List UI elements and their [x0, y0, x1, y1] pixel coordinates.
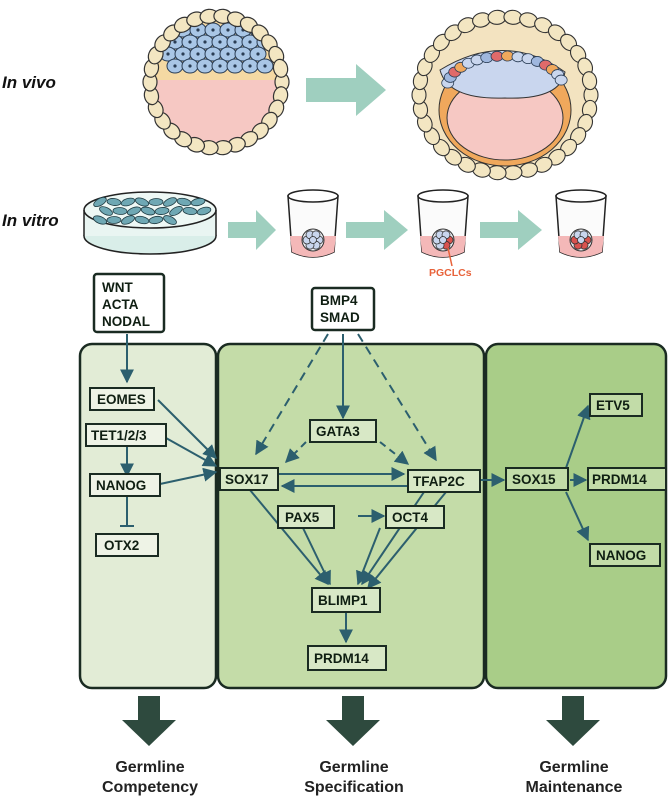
transition-arrow-3: [480, 210, 542, 250]
footer-maintenance-line2: Maintenance: [526, 779, 623, 796]
big-arrow-competency: [122, 696, 176, 746]
gene-nanog-left: NANOG: [89, 473, 161, 497]
transition-arrow-1: [228, 210, 276, 250]
gene-gata3: GATA3: [309, 419, 377, 443]
signal-box-bmp4-smad: BMP4 SMAD: [310, 286, 376, 332]
gene-etv5: ETV5: [589, 393, 643, 417]
signal-smad: SMAD: [320, 310, 360, 325]
gene-sox15: SOX15: [505, 467, 569, 491]
footer-maintenance-line1: Germline: [539, 759, 608, 776]
svg-text:OTX2: OTX2: [104, 538, 139, 553]
svg-text:PRDM14: PRDM14: [592, 472, 647, 487]
gene-sox17: SOX17: [219, 467, 279, 491]
signal-wnt: WNT: [102, 280, 133, 295]
gene-blimp1: BLIMP1: [311, 587, 381, 613]
petri-dish-illustration: [83, 191, 217, 255]
in-vitro-label: In vitro: [2, 211, 59, 230]
svg-text:TFAP2C: TFAP2C: [413, 474, 465, 489]
signal-bmp4: BMP4: [320, 293, 358, 308]
svg-text:OCT4: OCT4: [392, 510, 428, 525]
signal-acta: ACTA: [102, 297, 139, 312]
svg-text:SOX17: SOX17: [225, 472, 269, 487]
big-arrow-maintenance: [546, 696, 600, 746]
culture-tube-1: [287, 189, 339, 258]
gene-oct4: OCT4: [385, 505, 445, 529]
gene-prdm14-right: PRDM14: [587, 467, 667, 491]
gene-nanog-right: NANOG: [589, 543, 661, 567]
footer-specification-line2: Specification: [304, 779, 404, 796]
svg-text:TET1/2/3: TET1/2/3: [91, 428, 147, 443]
big-arrow-specification: [326, 696, 380, 746]
footer-competency-line2: Competency: [102, 779, 198, 796]
culture-tube-2: [417, 189, 469, 267]
svg-text:NANOG: NANOG: [596, 548, 646, 563]
footer-competency-line1: Germline: [115, 759, 184, 776]
svg-text:BLIMP1: BLIMP1: [318, 593, 368, 608]
footer-specification-line1: Germline: [319, 759, 388, 776]
embryo-illustration: [411, 9, 599, 181]
signal-box-wnt-acta-nodal: WNT ACTA NODAL: [92, 272, 166, 334]
gene-tet: TET1/2/3: [85, 423, 167, 447]
gene-pax5: PAX5: [277, 505, 335, 529]
svg-text:PAX5: PAX5: [285, 510, 320, 525]
signal-nodal: NODAL: [102, 314, 150, 329]
culture-tube-3: [555, 189, 607, 258]
svg-text:GATA3: GATA3: [316, 424, 360, 439]
pgclcs-label: PGCLCs: [429, 267, 472, 279]
gene-tfap2c: TFAP2C: [407, 469, 481, 493]
svg-text:SOX15: SOX15: [512, 472, 556, 487]
in-vivo-label: In vivo: [2, 73, 56, 92]
svg-text:EOMES: EOMES: [97, 392, 146, 407]
in-vivo-transition-arrow: [306, 64, 386, 116]
svg-text:PRDM14: PRDM14: [314, 651, 369, 666]
gene-otx2: OTX2: [95, 533, 159, 557]
gene-prdm14-center: PRDM14: [307, 645, 387, 671]
svg-text:ETV5: ETV5: [596, 398, 630, 413]
gene-eomes: EOMES: [89, 387, 155, 411]
blastocyst-illustration: [142, 8, 290, 156]
transition-arrow-2: [346, 210, 408, 250]
svg-text:NANOG: NANOG: [96, 478, 146, 493]
